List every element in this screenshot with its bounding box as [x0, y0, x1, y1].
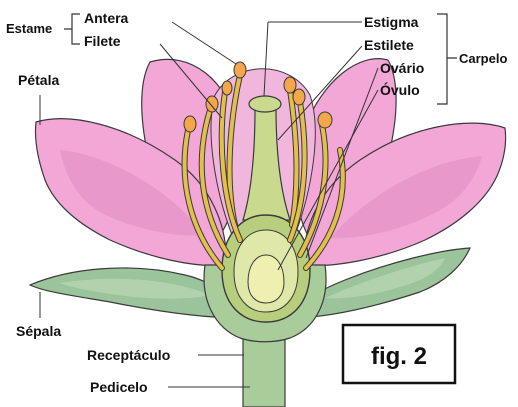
label-sepala: Sépala: [16, 323, 61, 339]
leader-antera: [172, 22, 236, 64]
anther-left-3: [206, 96, 218, 112]
label-pedicelo: Pedicelo: [90, 379, 148, 395]
label-estame: Estame: [6, 21, 52, 36]
figure-tag-text: fig. 2: [371, 343, 427, 370]
stigma: [249, 96, 281, 112]
bracket-carpelo: [437, 14, 457, 104]
label-estigma: Estigma: [364, 14, 419, 30]
ovule: [248, 255, 284, 303]
label-antera: Antera: [84, 10, 129, 26]
bracket-estame: [64, 14, 80, 44]
label-ovario: Ovário: [380, 60, 424, 76]
anther-left-2: [222, 81, 232, 95]
anther-right-1: [284, 77, 296, 93]
anther-left-4: [184, 116, 196, 132]
label-ovulo: Óvulo: [380, 81, 420, 98]
label-carpelo: Carpelo: [459, 51, 507, 66]
figure-tag: fig. 2: [343, 325, 455, 383]
label-petala: Pétala: [18, 72, 59, 88]
anther-right-2: [293, 89, 305, 105]
label-receptaculo: Receptáculo: [87, 347, 170, 363]
label-estilete: Estilete: [364, 37, 414, 53]
anther-left-1: [234, 62, 246, 78]
anther-right-3: [318, 112, 332, 128]
label-filete: Filete: [84, 33, 121, 49]
